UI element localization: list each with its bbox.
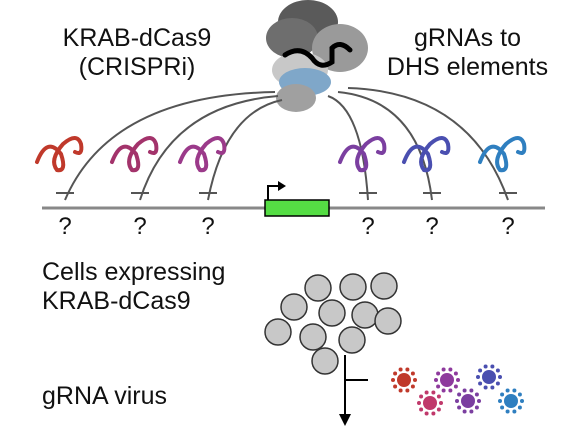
grna-strand-2 xyxy=(110,136,159,173)
unknown-effect-4: ? xyxy=(361,213,375,240)
grna-strands xyxy=(35,136,527,173)
grna-strand-3 xyxy=(178,136,227,173)
grna-label: gRNAs to DHS elements xyxy=(360,24,575,82)
transduction-arrow xyxy=(344,355,368,418)
cell-1 xyxy=(304,274,332,302)
cell-8 xyxy=(299,323,327,351)
cell-4 xyxy=(280,293,308,321)
cells-label: Cells expressing KRAB-dCas9 xyxy=(42,258,225,316)
cell-10 xyxy=(374,307,402,335)
cell-5 xyxy=(318,299,346,327)
targeting-arcs xyxy=(64,87,509,201)
target-gene xyxy=(264,199,330,217)
virus-particle-3 xyxy=(476,364,502,390)
unknown-effect-6: ? xyxy=(501,213,515,240)
virus-particle-1 xyxy=(391,367,417,393)
transduction-arrowhead-icon xyxy=(339,414,351,426)
unknown-effect-1: ? xyxy=(58,213,72,240)
krab-dcas9-label: KRAB-dCas9 (CRISPRi) xyxy=(22,24,252,82)
unknown-effect-5: ? xyxy=(425,213,439,240)
virus-particle-4 xyxy=(417,390,443,416)
grna-strand-4 xyxy=(338,136,387,173)
grna-strand-1 xyxy=(35,136,84,173)
cell-6 xyxy=(351,301,379,329)
cell-3 xyxy=(370,272,398,300)
virus-particle-6 xyxy=(498,388,524,414)
krab-dcas9-label-line2: (CRISPRi) xyxy=(78,53,196,81)
unknown-effect-2: ? xyxy=(133,213,147,240)
virus-particle-5 xyxy=(455,388,481,414)
grna-strand-5 xyxy=(402,136,451,173)
grna-virus-label: gRNA virus xyxy=(42,382,168,410)
cell-9 xyxy=(338,326,366,354)
krab-dcas9-label-line1: KRAB-dCas9 xyxy=(62,24,212,52)
cell-11 xyxy=(311,347,339,375)
grna-label-line1: gRNAs to xyxy=(414,24,521,52)
cells-label-line1: Cells expressing xyxy=(42,258,226,286)
grna-virus-particles xyxy=(391,364,524,416)
cell-cluster xyxy=(264,272,402,375)
virus-particle-2 xyxy=(434,367,460,393)
grna-label-line2: DHS elements xyxy=(386,53,549,81)
cells-label-line2: KRAB-dCas9 xyxy=(42,287,191,315)
promoter-arrowhead-icon xyxy=(278,181,286,191)
unknown-effect-3: ? xyxy=(201,213,215,240)
dcas9-protein-icon xyxy=(266,0,368,112)
cell-2 xyxy=(339,273,367,301)
grna-strand-6 xyxy=(478,136,527,173)
cell-7 xyxy=(264,318,292,346)
